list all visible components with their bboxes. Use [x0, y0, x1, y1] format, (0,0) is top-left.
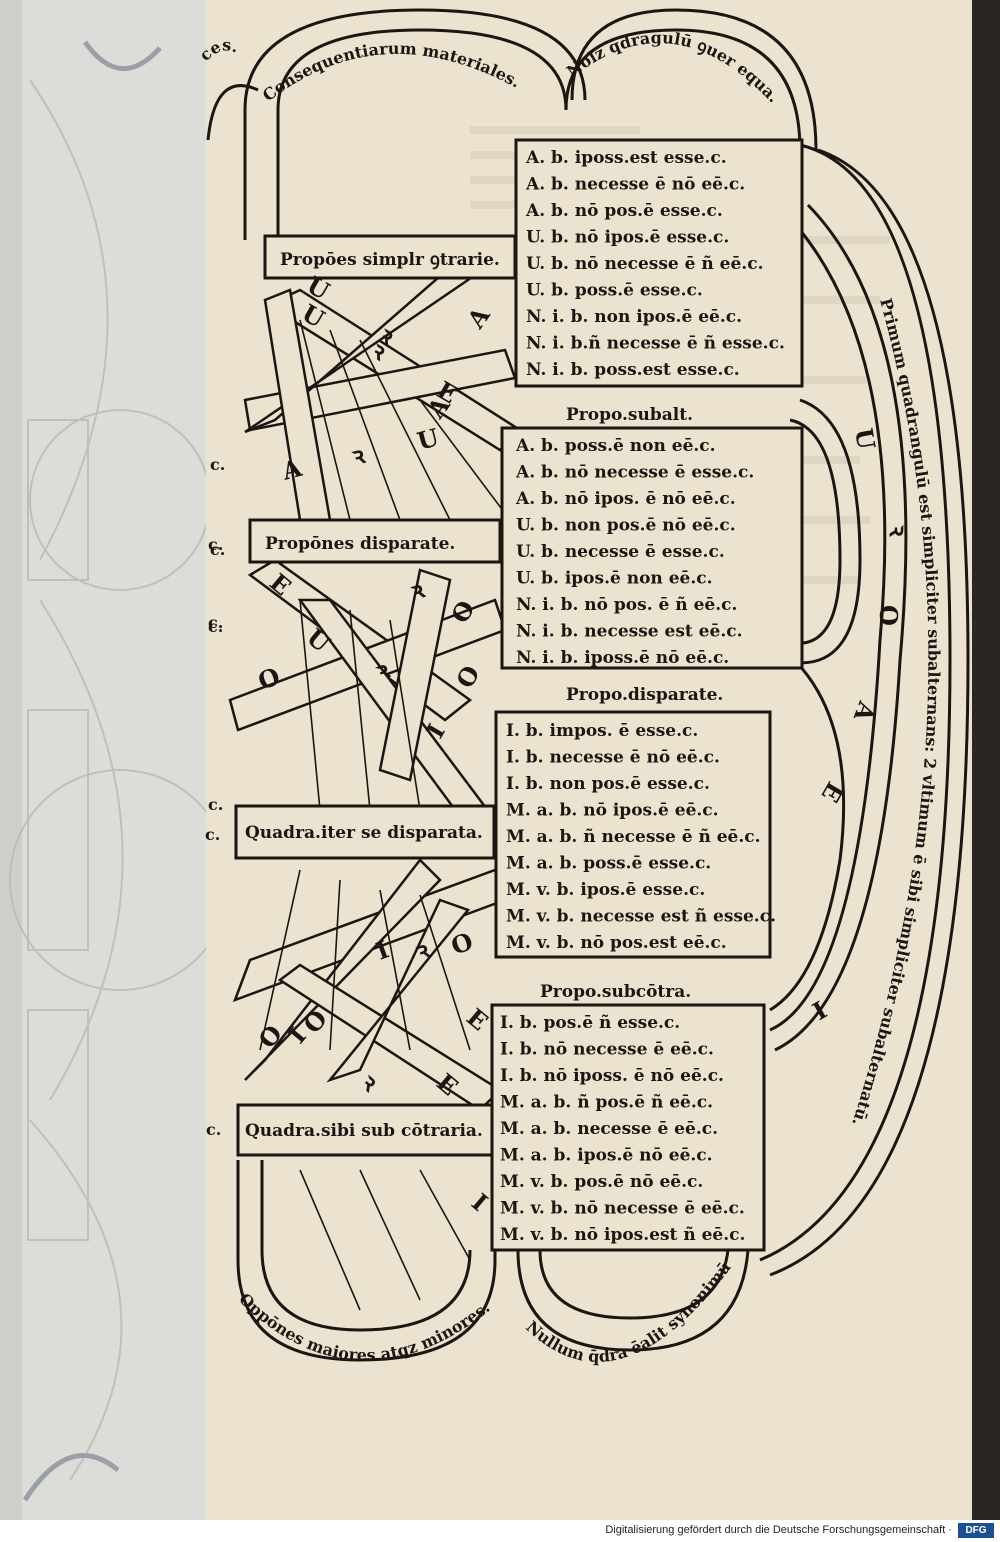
vowel-letter: U [849, 426, 881, 452]
table-row: U. b. non pos.ē nō eē.c. [516, 516, 736, 536]
table-row: I. b. necesse ē nō eē.c. [506, 748, 720, 768]
table-row: N. i. b.ñ necesse ē ñ esse.c. [526, 334, 785, 354]
clip-top [82, 40, 162, 72]
margin-mark: c. [206, 1120, 221, 1139]
table-row: I. b. nō necesse ē eē.c. [500, 1040, 714, 1060]
table-row: I. b. non pos.ē esse.c. [506, 774, 710, 794]
table-row: U. b. nō necesse ē ñ eē.c. [526, 254, 764, 274]
table-row: M. a. b. nō ipos.ē eē.c. [506, 801, 719, 821]
margin-mark: c. [208, 617, 223, 636]
vowel-bands [228, 248, 522, 1112]
table-row: M. a. b. ñ pos.ē ñ eē.c. [500, 1093, 713, 1113]
table-subalternate: A. b. iposs.est esse.c. A. b. necesse ē n… [525, 148, 785, 380]
footer-text: Digitalisierung gefördert durch die Deut… [605, 1524, 952, 1536]
table-row: A. b. nō necesse ē esse.c. [515, 463, 754, 483]
table-row: A. b. necesse ē nō eē.c. [525, 175, 745, 195]
footer-bar: Digitalisierung gefördert durch die Deut… [0, 1520, 1000, 1542]
page-gutter [972, 0, 1000, 1520]
table-boxes [490, 138, 804, 1252]
row-label-2: Propōnes disparate. [265, 534, 455, 554]
table-row: N. i. b. non ipos.ē eē.c. [526, 307, 742, 327]
margin-mark: c. [208, 795, 223, 814]
table-row: A. b. nō pos.ē esse.c. [525, 201, 723, 221]
diagram-frame [206, 8, 970, 1362]
table-row: M. a. b. ipos.ē nō eē.c. [500, 1146, 713, 1166]
dfg-logo: DFG [958, 1523, 994, 1538]
table-row: N. i. b. poss.est esse.c. [526, 360, 740, 380]
table-row: M. v. b. ipos.ē esse.c. [506, 880, 705, 900]
row-label-3: Quadra.iter se disparata. [245, 823, 483, 843]
table-row: N. i. b. necesse est eē.c. [516, 622, 743, 642]
vowel-letter: O [874, 605, 903, 626]
table-row: I. b. impos. ē esse.c. [506, 721, 698, 741]
table-row: M. v. b. necesse est ñ esse.c. [506, 907, 776, 927]
table-row: M. a. b. ñ necesse ē ñ eē.c. [506, 827, 761, 847]
table-row: I. b. nō iposs. ē nō eē.c. [500, 1066, 724, 1086]
margin-mark: c. [208, 613, 223, 632]
row-label-1: Propōes simplr ꝯtrarie. [280, 250, 500, 270]
table-row: U. b. poss.ē esse.c. [526, 281, 703, 301]
table-row: M. v. b. nō ipos.est ñ eē.c. [500, 1225, 745, 1245]
header-subalt: Propo.subalt. [566, 405, 693, 425]
table-row: M. a. b. poss.ē esse.c. [506, 854, 711, 874]
header-disparate: Propo.disparate. [566, 685, 723, 705]
table-row: U. b. nō ipos.ē esse.c. [526, 228, 729, 248]
table-row: A. b. nō ipos. ē nō eē.c. [515, 489, 736, 509]
vowel-letter: ꝛ [884, 524, 913, 537]
table-disparate: A. b. poss.ē non eē.c. A. b. nō necesse ē… [515, 436, 754, 668]
table-row: U. b. necesse ē esse.c. [516, 542, 725, 562]
header-subcontra: Propo.subcōtra. [540, 982, 691, 1002]
margin-mark: c. [210, 455, 225, 474]
row-label-4: Quadra.sibi sub cōtraria. [245, 1121, 483, 1141]
table-row: U. b. ipos.ē non eē.c. [516, 569, 713, 589]
margin-mark: c. [210, 540, 225, 559]
left-margin-marks: c.c.c.c.c.c.c.c. [205, 455, 225, 1139]
table-row: N. i. b. nō pos. ē ñ eē.c. [516, 595, 737, 615]
table-row: A. b. iposs.est esse.c. [525, 148, 727, 168]
table-disparate-2: I. b. impos. ē esse.c. I. b. necesse ē nō… [506, 721, 776, 953]
left-page-edge [0, 0, 22, 1520]
table-row: I. b. pos.ē ñ esse.c. [500, 1013, 680, 1033]
table-row: N. i. b. iposs.ē nō eē.c. [516, 648, 729, 668]
margin-mark: c. [205, 825, 220, 844]
table-row: M. a. b. necesse ē eē.c. [500, 1119, 718, 1139]
hatch-lines [259, 319, 511, 1311]
left-page [0, 0, 212, 1520]
table-subcontrary: I. b. pos.ē ñ esse.c. I. b. nō necesse ē … [500, 1013, 745, 1245]
table-row: A. b. poss.ē non eē.c. [515, 436, 716, 456]
table-row: M. v. b. nō necesse ē eē.c. [500, 1199, 745, 1219]
table-row: M. v. b. pos.ē nō eē.c. [500, 1172, 703, 1192]
table-row: M. v. b. nō pos.est eē.c. [506, 933, 727, 953]
margin-mark: c. [208, 535, 223, 554]
clip-bottom [22, 1453, 120, 1502]
